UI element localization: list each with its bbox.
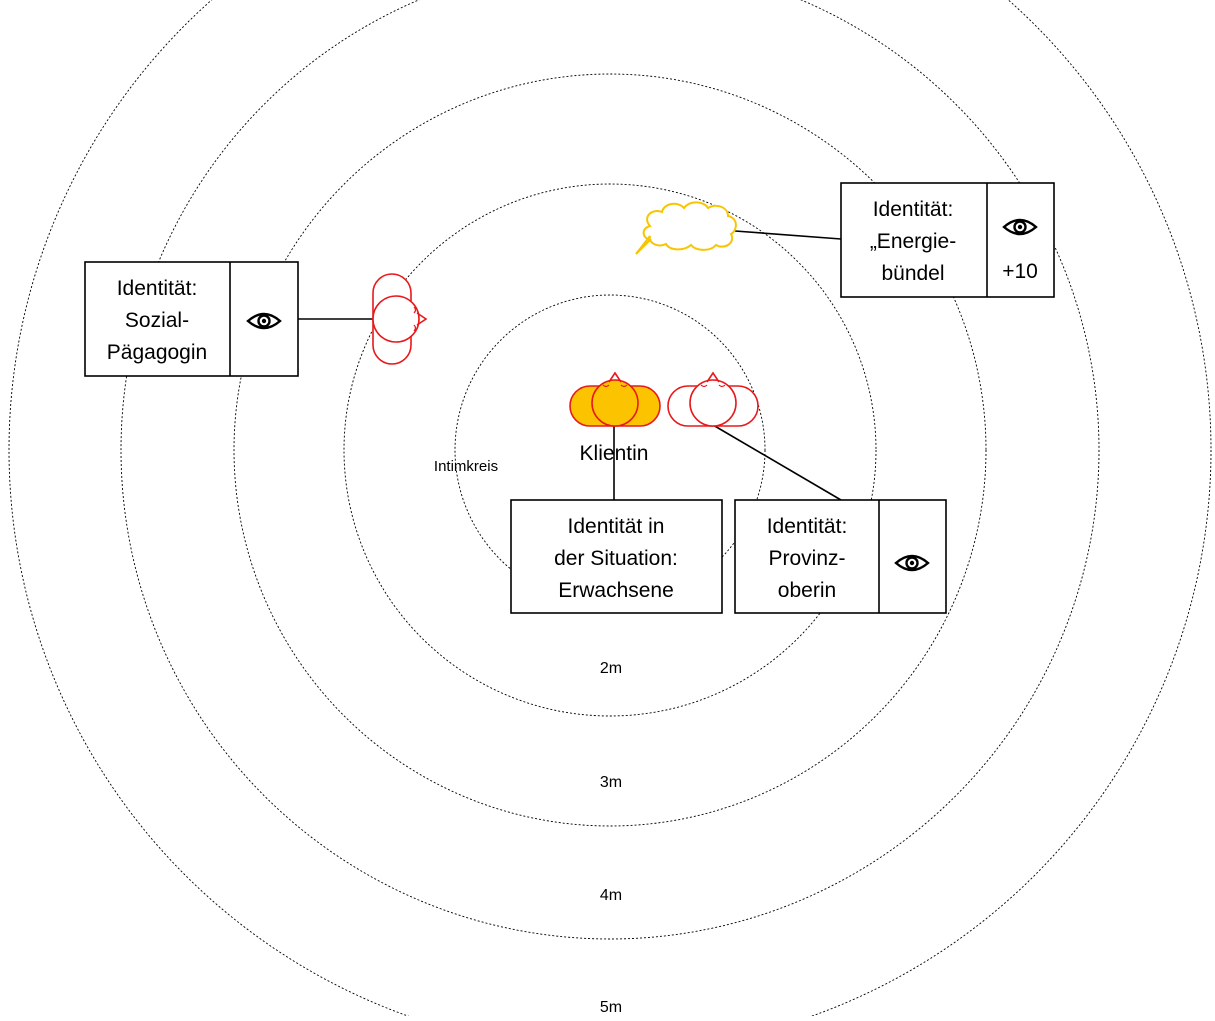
situation-line1: Identität in — [568, 515, 665, 538]
eye-icon — [246, 312, 282, 330]
ring-label-3m: 3m — [600, 774, 622, 791]
ring-label-5m: 5m — [600, 999, 622, 1016]
ring-label-4m: 4m — [600, 887, 622, 904]
sozial-line1: Identität: — [117, 277, 198, 300]
sozial-eyes — [413, 306, 417, 332]
energie-cloud — [635, 201, 737, 255]
client-eyes — [602, 384, 628, 388]
identity-box-sozial: Identität: Sozial- Pägagogin — [84, 261, 299, 377]
ring-label-intimkreis: Intimkreis — [434, 458, 498, 475]
sozial-nose — [416, 312, 428, 326]
sozial-figure — [372, 273, 428, 365]
connector-energie — [734, 230, 842, 240]
energie-line1: Identität: — [873, 198, 954, 221]
eye-icon — [1002, 218, 1038, 236]
identity-box-energie-frame — [840, 182, 1055, 298]
eye-icon — [894, 554, 930, 572]
ring-3m — [233, 73, 987, 827]
provinz-figure — [667, 371, 759, 427]
ring-4m — [120, 0, 1100, 940]
provinz-line3: oberin — [778, 579, 836, 602]
client-label: Klientin — [580, 442, 649, 465]
situation-line2: der Situation: — [554, 547, 678, 570]
ring-intimkreis — [454, 294, 766, 606]
situation-line3: Erwachsene — [558, 579, 674, 602]
ring-label-2m: 2m — [600, 660, 622, 677]
client-figure — [569, 371, 661, 427]
energie-line2: „Energie- — [870, 230, 956, 253]
ring-labels: Intimkreis 2m 3m 4m 5m — [434, 458, 626, 1016]
distance-rings — [8, 0, 1212, 1021]
identity-box-situation: Identität in der Situation: Erwachsene — [510, 499, 723, 614]
ring-2m — [343, 183, 877, 717]
energie-score: +10 — [1002, 260, 1038, 283]
client-nose — [608, 371, 622, 383]
energie-line3: bündel — [881, 262, 944, 285]
provinz-eyes — [700, 384, 726, 388]
ring-5m — [8, 0, 1212, 1021]
provinz-nose — [706, 371, 720, 383]
connectors — [298, 230, 842, 501]
identity-box-provinz: Identität: Provinz- oberin — [734, 499, 947, 614]
provinz-line1: Identität: — [767, 515, 848, 538]
client-head — [591, 379, 639, 427]
sozial-line3: Pägagogin — [107, 341, 207, 364]
provinz-head — [689, 379, 737, 427]
sozial-head — [372, 295, 420, 343]
identity-box-situation-frame — [510, 499, 723, 614]
connector-provinz — [712, 424, 842, 501]
provinz-line2: Provinz- — [768, 547, 845, 570]
identity-box-energie: Identität: „Energie- bündel +10 — [840, 182, 1055, 298]
sozial-line2: Sozial- — [125, 309, 189, 332]
cloud-icon — [635, 201, 737, 255]
